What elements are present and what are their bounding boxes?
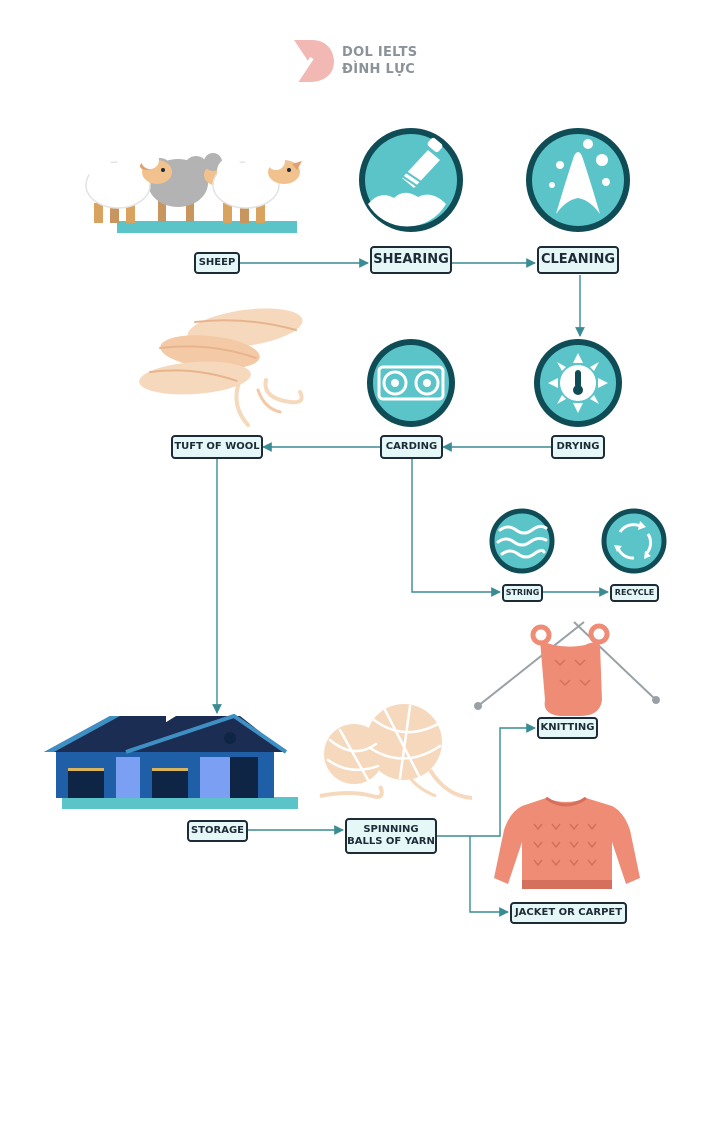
arrow-spinning-knitting xyxy=(437,723,536,837)
label-knitting: KNITTING xyxy=(537,717,598,739)
label-recycle: RECYCLE xyxy=(610,584,659,602)
arrow-carding-string xyxy=(411,458,501,597)
drying-icon xyxy=(534,339,622,427)
knitting-icon xyxy=(474,621,660,716)
label-storage: STORAGE xyxy=(187,820,248,842)
label-carding: CARDING xyxy=(380,435,443,459)
label-jacket-or-carpet: JACKET OR CARPET xyxy=(510,902,627,924)
sweater-icon xyxy=(494,796,640,889)
brand-line-1: DOL IELTS xyxy=(342,45,418,60)
label-sheep: SHEEP xyxy=(194,252,240,274)
shearing-icon xyxy=(359,128,463,232)
label-shearing: SHEARING xyxy=(370,246,452,274)
brand-line-2: ĐÌNH LỰC xyxy=(342,62,416,77)
label-spinning-line1: SPINNING xyxy=(363,824,419,835)
label-tuft-of-wool: TUFT OF WOOL xyxy=(171,435,263,459)
wool-tuft-icon xyxy=(139,308,304,427)
brand-logo: DOL IELTS ĐÌNH LỰC xyxy=(292,38,432,86)
label-spinning: SPINNING BALLS OF YARN xyxy=(345,818,437,854)
label-drying: DRYING xyxy=(551,435,605,459)
string-icon xyxy=(489,508,555,574)
cleaning-icon xyxy=(526,128,630,232)
label-string: STRING xyxy=(502,584,543,602)
yarn-balls-icon xyxy=(319,704,473,800)
warehouse-icon xyxy=(44,713,298,809)
recycle-icon xyxy=(601,508,667,574)
label-cleaning: CLEANING xyxy=(537,246,619,274)
connectors xyxy=(212,258,609,917)
logo-mark-icon xyxy=(294,40,334,84)
sheep-flock-icon xyxy=(85,151,302,233)
carding-icon xyxy=(367,339,455,427)
arrow-spinning-jacket xyxy=(469,836,509,917)
label-spinning-line2: BALLS OF YARN xyxy=(347,836,435,847)
